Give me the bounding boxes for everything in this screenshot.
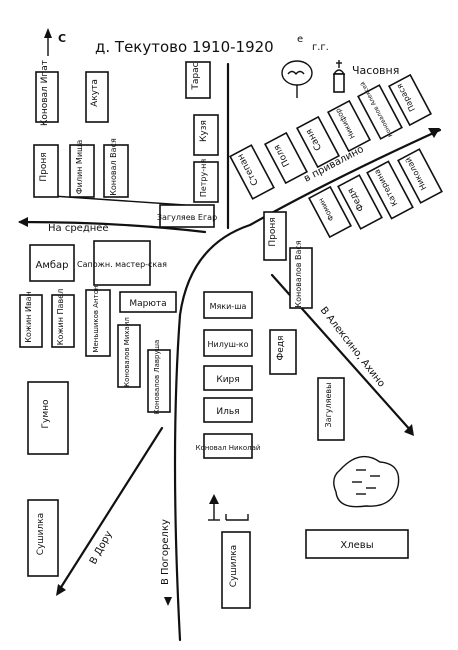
map-title-years: г.г. <box>312 42 329 53</box>
building-hlevy: Хлевы <box>305 529 409 559</box>
building-ambar: Амбар <box>29 244 75 282</box>
svg-text:Проня: Проня <box>39 152 49 181</box>
svg-text:Загуляевы: Загуляевы <box>324 383 333 428</box>
map-title: д. Текутово 1910-1920 <box>95 38 274 56</box>
svg-text:Амбар: Амбар <box>35 260 68 271</box>
svg-text:Коновалов Лаврушa: Коновалов Лаврушa <box>153 340 161 415</box>
road-arrow-privalino <box>428 128 440 138</box>
house-myakisha: Мяки-ша <box>203 291 253 319</box>
building-sushilka-left: Сушилка <box>27 499 59 577</box>
svg-text:Хлевы: Хлевы <box>340 540 373 551</box>
svg-text:Сапожн. мастер-ская: Сапожн. мастер-ская <box>77 260 167 269</box>
house-sanya: Саня <box>295 115 341 169</box>
house-fomin: Фомин <box>307 185 353 239</box>
svg-text:Сушилка: Сушилка <box>229 545 239 587</box>
road-label-dor: В Дору <box>88 529 115 566</box>
pond-icon <box>333 455 400 508</box>
svg-text:Кожин Павел: Кожин Павел <box>56 289 65 345</box>
svg-text:Кузя: Кузя <box>199 120 209 142</box>
house-parasya: Парася <box>387 73 433 127</box>
road-arrow-srednee <box>18 217 28 227</box>
house-nilushko: Нилуш-ко <box>203 329 253 357</box>
svg-text:Загуляев Егар: Загуляев Егар <box>157 213 217 222</box>
roads <box>18 62 442 642</box>
house-fedya-top: Федя <box>337 174 383 230</box>
road-label-srednee: На среднее <box>48 223 109 234</box>
house-konoval-vasya: Коновал Вася <box>103 138 129 198</box>
building-sapozh-masterskaya: Сапожн. мастер-ская <box>77 240 167 286</box>
house-fedya-mid: Федя <box>269 329 297 375</box>
chapel-label: Часовня <box>352 64 399 77</box>
house-nikifor: Никифор <box>326 99 372 153</box>
svg-text:Коновалов Вася: Коновалов Вася <box>294 240 303 307</box>
house-pronya-right: Проня <box>263 211 287 261</box>
building-sushilka-mid: Сушилка <box>221 531 251 609</box>
road-label-alekseno: В Алексино, Ахино <box>318 305 387 389</box>
house-konovalov-lavrusha: Коновалов Лаврушa <box>147 340 171 415</box>
north-arrow-icon <box>44 28 52 56</box>
house-akuta: Акута <box>85 71 109 123</box>
svg-text:Проня: Проня <box>268 217 278 246</box>
house-kozhin-pavel: Кожин Павел <box>51 289 75 348</box>
house-zagulyaev-egor: Загуляев Егар <box>157 204 217 228</box>
svg-text:Гумно: Гумно <box>41 399 51 428</box>
house-kuzya: Кузя <box>193 114 219 156</box>
north-label: С <box>58 32 66 45</box>
svg-text:Коновалов Михаил: Коновалов Михаил <box>123 317 131 387</box>
house-stepan: Степан <box>229 144 275 200</box>
svg-text:Тарас: Тарас <box>191 62 201 90</box>
svg-text:Коновал Ипат: Коновал Ипат <box>40 60 50 126</box>
house-kozhin-ivan: Кожин Иван <box>19 291 43 348</box>
road-arrow-alekseno <box>404 424 414 436</box>
house-konovalov-vasya: Коновалов Вася <box>289 240 313 309</box>
road-label-pogorelka: В Погорелку <box>160 519 171 585</box>
house-filin-misha: Филин Миша <box>69 140 95 198</box>
svg-text:Акута: Акута <box>90 79 100 107</box>
house-zagulyaevy: Загуляевы <box>317 377 345 441</box>
svg-text:Петру-ня: Петру-ня <box>199 159 208 198</box>
monument-icon <box>208 494 249 521</box>
svg-text:Коновал Николай: Коновал Николай <box>196 444 261 452</box>
house-kirya: Киря <box>203 365 253 391</box>
svg-text:Илья: Илья <box>216 407 239 417</box>
house-ilya: Илья <box>203 397 253 423</box>
svg-text:Кожин Иван: Кожин Иван <box>24 291 33 343</box>
house-taras: Тарас <box>185 61 211 99</box>
house-pronya: Проня <box>33 144 59 198</box>
svg-text:Мяки-ша: Мяки-ша <box>210 302 247 311</box>
house-maryuta: Марюта <box>119 291 177 313</box>
svg-text:Сушилка: Сушилка <box>36 513 46 555</box>
house-konovalov-mihail: Коновалов Михаил <box>117 317 141 388</box>
building-gumno: Гумно <box>27 381 69 455</box>
svg-text:Федя: Федя <box>276 336 286 361</box>
map-title-suffix: е <box>297 34 303 45</box>
svg-text:Коновал Вася: Коновал Вася <box>109 138 118 196</box>
svg-text:Филин Миша: Филин Миша <box>75 140 84 195</box>
house-petrunya: Петру-ня <box>193 159 219 203</box>
svg-text:Киря: Киря <box>216 375 239 385</box>
svg-text:Марюта: Марюта <box>129 299 166 309</box>
road-arrow-pogorelka <box>164 597 172 606</box>
house-nikolai-top: Николай <box>397 148 443 204</box>
chapel-icon <box>332 60 346 93</box>
road-arrow-dor <box>56 584 66 596</box>
svg-text:Меньшиков Антон: Меньшиков Антон <box>92 285 100 352</box>
house-polya: Поля <box>263 131 309 185</box>
svg-text:Нилуш-ко: Нилуш-ко <box>208 340 249 349</box>
house-konoval-ipat: Коновал Ипат <box>35 60 59 126</box>
house-menshikov-anton: Меньшиков Антон <box>85 285 111 357</box>
tree-icon <box>281 60 313 98</box>
house-konoval-nikolai: Коновал Николай <box>196 433 261 459</box>
